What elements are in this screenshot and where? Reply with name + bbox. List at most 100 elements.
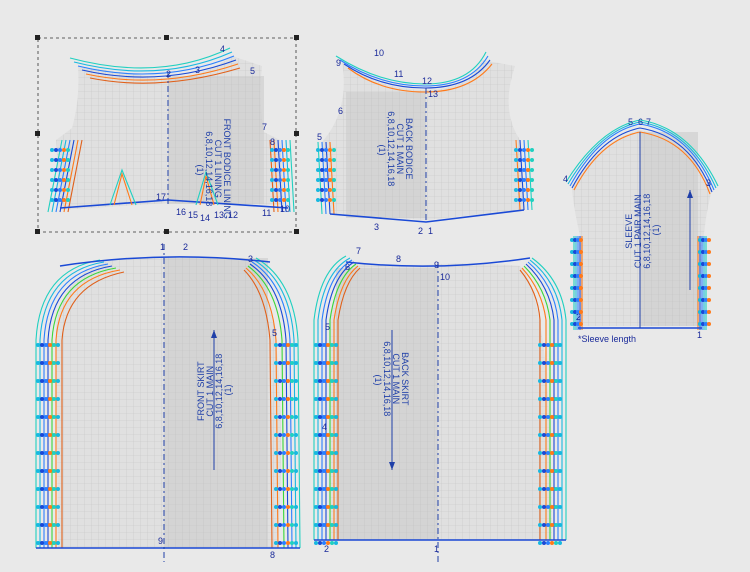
point-labels: 1 2 4 5 6 7 8 9 10 xyxy=(322,246,450,554)
grade-node xyxy=(514,198,518,202)
grade-node xyxy=(36,361,40,365)
grade-node xyxy=(50,148,54,152)
grade-node xyxy=(558,397,562,401)
grade-node xyxy=(326,361,330,365)
grade-node xyxy=(40,433,44,437)
piece-back-bodice[interactable]: BACK BODICE CUT 1 MAIN 6,8,10,12,14,16,1… xyxy=(317,48,533,236)
resize-handle[interactable] xyxy=(294,229,299,234)
point-10: 10 xyxy=(280,204,290,214)
grade-node xyxy=(44,469,48,473)
grade-node xyxy=(318,487,322,491)
resize-handle[interactable] xyxy=(35,131,40,136)
grade-node xyxy=(324,198,328,202)
label-line: 6,8,10,12,14,16,18 xyxy=(382,341,392,416)
point-9: 9 xyxy=(434,260,439,270)
grade-node xyxy=(330,505,334,509)
grade-node xyxy=(316,198,320,202)
grade-node xyxy=(514,158,518,162)
grade-node xyxy=(294,505,298,509)
piece-front-bodice-lining[interactable]: FRONT BODICE LINING CUT 1 LINING 6,8,10,… xyxy=(35,35,299,234)
grade-node xyxy=(278,158,282,162)
point-5: 5 xyxy=(325,322,330,332)
grade-node xyxy=(278,379,282,383)
resize-handle[interactable] xyxy=(164,35,169,40)
grade-node xyxy=(290,487,294,491)
grade-node xyxy=(36,469,40,473)
grade-node xyxy=(40,469,44,473)
label-line: CUT 1 MAIN xyxy=(205,366,215,417)
grade-node xyxy=(542,415,546,419)
grade-node xyxy=(278,541,282,545)
grade-node xyxy=(314,343,318,347)
grade-node xyxy=(701,322,705,326)
grade-node xyxy=(290,361,294,365)
point-11: 11 xyxy=(262,208,271,218)
grade-node xyxy=(320,148,324,152)
grade-node xyxy=(282,158,286,162)
grade-node xyxy=(62,148,66,152)
grade-node xyxy=(558,523,562,527)
grade-node xyxy=(48,433,52,437)
grade-node xyxy=(542,451,546,455)
grade-node xyxy=(36,433,40,437)
grade-node xyxy=(334,415,338,419)
grade-node xyxy=(334,361,338,365)
grade-node xyxy=(701,262,705,266)
grade-node xyxy=(44,451,48,455)
grade-node xyxy=(334,397,338,401)
grade-node xyxy=(48,379,52,383)
grade-node xyxy=(56,433,60,437)
grade-node xyxy=(48,343,52,347)
grade-node xyxy=(558,487,562,491)
grade-node xyxy=(542,487,546,491)
grade-node xyxy=(56,343,60,347)
grade-node xyxy=(44,343,48,347)
resize-handle[interactable] xyxy=(294,35,299,40)
grade-node xyxy=(52,361,56,365)
grade-node xyxy=(579,298,583,302)
resize-handle[interactable] xyxy=(35,229,40,234)
grade-node xyxy=(278,198,282,202)
grade-node xyxy=(322,523,326,527)
piece-sleeve[interactable]: SLEEVE CUT 1 PAIR MAIN 6,8,10,12,14,16,1… xyxy=(563,117,719,344)
label-line: (1) xyxy=(195,165,205,176)
point-10: 10 xyxy=(374,48,384,58)
grade-node xyxy=(518,148,522,152)
grade-node xyxy=(330,415,334,419)
grade-node xyxy=(36,415,40,419)
piece-label: FRONT BODICE LINING CUT 1 LINING 6,8,10,… xyxy=(195,119,232,222)
resize-handle[interactable] xyxy=(294,131,299,136)
grade-node xyxy=(50,188,54,192)
grade-node xyxy=(522,168,526,172)
grade-node xyxy=(554,379,558,383)
grade-node xyxy=(526,188,530,192)
grade-node xyxy=(558,433,562,437)
point-16: 16 xyxy=(176,207,186,217)
resize-handle[interactable] xyxy=(35,35,40,40)
grade-node xyxy=(701,250,705,254)
point-15: 15 xyxy=(188,210,198,220)
grade-node xyxy=(550,433,554,437)
grade-node xyxy=(522,158,526,162)
grade-node xyxy=(282,469,286,473)
grade-node xyxy=(286,198,290,202)
grade-node xyxy=(546,451,550,455)
grade-node xyxy=(570,250,574,254)
grade-node xyxy=(40,379,44,383)
grade-node xyxy=(330,487,334,491)
grade-node xyxy=(44,541,48,545)
grade-node xyxy=(282,487,286,491)
grade-node xyxy=(546,361,550,365)
piece-front-skirt[interactable]: FRONT SKIRT CUT 1 MAIN 6,8,10,12,14,16,1… xyxy=(35,242,301,562)
grade-node xyxy=(576,262,580,266)
point-5: 5 xyxy=(250,66,255,76)
resize-handle[interactable] xyxy=(164,229,169,234)
selection-box[interactable] xyxy=(35,35,299,234)
grade-node xyxy=(576,274,580,278)
grade-node xyxy=(54,178,58,182)
point-1: 1 xyxy=(160,242,165,252)
grade-node xyxy=(334,469,338,473)
piece-back-skirt[interactable]: BACK SKIRT CUT 1 MAIN 6,8,10,12,14,16,18… xyxy=(313,246,567,562)
point-1: 1 xyxy=(428,226,433,236)
